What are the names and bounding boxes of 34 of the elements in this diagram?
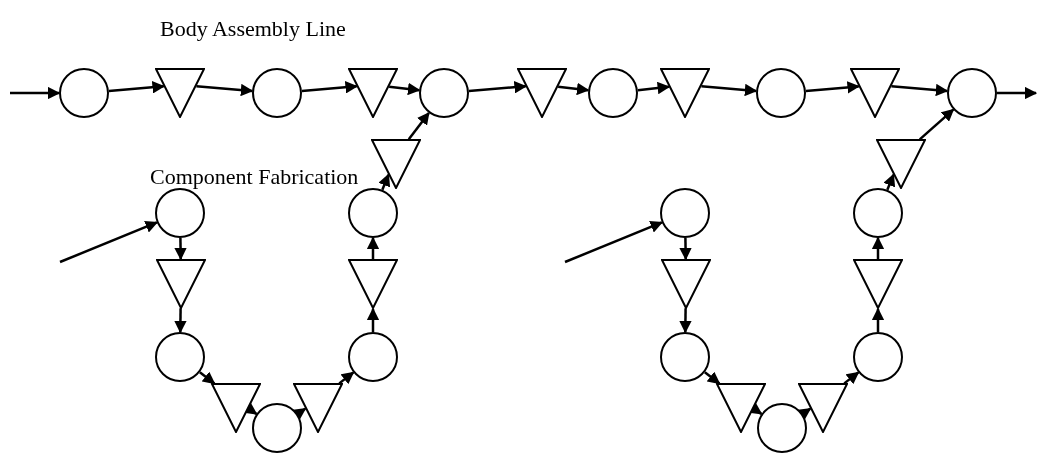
arrow [468,81,527,94]
arrow [338,371,355,385]
arrow [679,238,692,261]
arrow [564,220,663,264]
arrow [883,173,896,191]
arrow [701,83,758,97]
arrow [301,81,358,94]
arrow [843,371,860,385]
arrow [558,82,590,96]
arrow [174,238,187,261]
arrow [196,83,254,97]
arrow [378,173,391,191]
arrow [407,111,430,140]
arrow [891,83,949,97]
arrow [10,86,61,100]
arrow [59,220,158,264]
section-label: Component Fabrication [150,166,359,188]
arrow [292,407,307,421]
arrow [108,81,165,94]
arrow [637,81,671,95]
section-label: Body Assembly Line [160,18,346,40]
arrow [918,108,955,141]
arrow [797,407,812,421]
arrow [199,371,216,385]
arrow [366,236,380,259]
arrow [174,308,187,334]
arrow [871,236,885,259]
arrow [871,307,885,332]
arrow [679,308,692,334]
arrow [704,371,721,385]
arrow [366,307,380,332]
arrow [389,82,421,96]
arrow [997,86,1038,100]
arrow [805,81,860,94]
